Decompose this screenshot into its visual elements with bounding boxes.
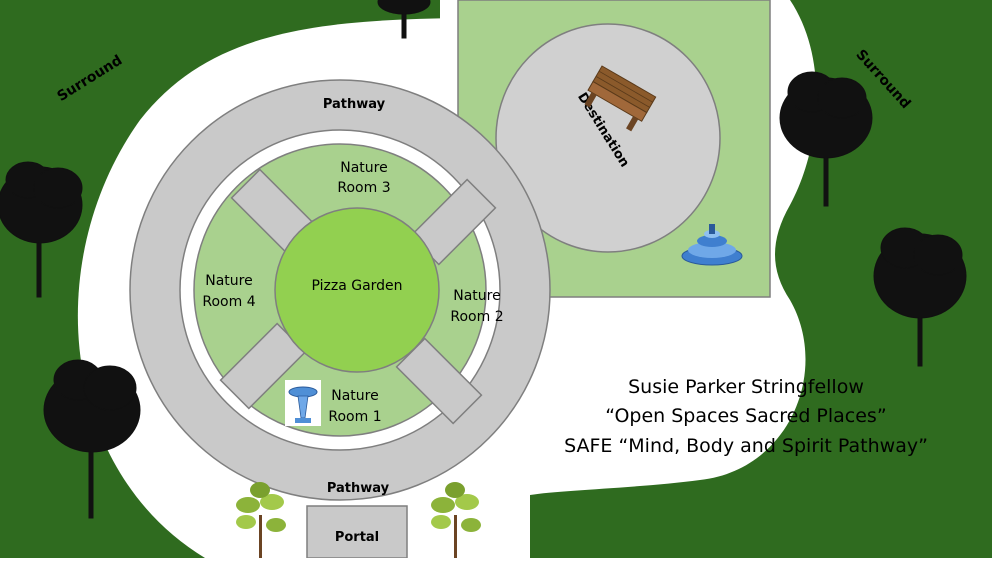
pathway-bottom-label: Pathway — [327, 481, 390, 496]
caption-line1: Susie Parker Stringfellow — [628, 376, 864, 398]
tree-icon — [779, 71, 873, 207]
room2-label-line2: Room 2 — [450, 309, 503, 325]
tree-icon — [377, 0, 431, 39]
pizza-garden-label: Pizza Garden — [311, 278, 402, 294]
tree-icon — [43, 359, 141, 519]
room1-label-line2: Room 1 — [328, 409, 381, 425]
tree-icon — [873, 227, 967, 367]
fountain-icon — [681, 224, 743, 266]
pizza-garden — [274, 207, 440, 373]
shrub-icon — [431, 482, 481, 558]
portal-path — [306, 505, 408, 559]
caption-line2: “Open Spaces Sacred Places” — [605, 405, 886, 427]
birdbath-icon — [285, 380, 321, 426]
shrub-icon — [236, 482, 286, 558]
room4-label-line1: Nature — [205, 273, 252, 289]
destination-circle — [495, 23, 721, 253]
room1-label-line1: Nature — [331, 388, 378, 404]
portal-label: Portal — [335, 530, 379, 545]
pathway-top-label: Pathway — [323, 97, 386, 112]
destination-area: Destination — [457, 0, 771, 298]
room3-label-line2: Room 3 — [337, 180, 390, 196]
room2-label-line1: Nature — [453, 288, 500, 304]
room3-label-line1: Nature — [340, 160, 387, 176]
bench-icon — [584, 65, 657, 132]
room4-label-line2: Room 4 — [202, 294, 255, 310]
tree-icon — [0, 161, 83, 298]
caption-line3: SAFE “Mind, Body and Spirit Pathway” — [564, 435, 928, 457]
